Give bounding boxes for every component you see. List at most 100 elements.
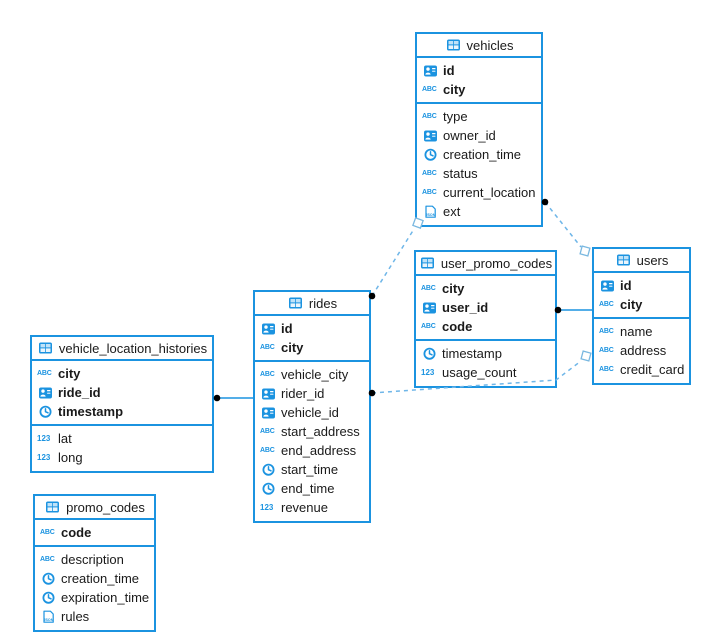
column-row[interactable]: ride_id xyxy=(32,383,212,402)
column-name: usage_count xyxy=(442,365,517,380)
column-name: id xyxy=(620,278,632,293)
column-row[interactable]: ABC code xyxy=(416,317,555,336)
table-header[interactable]: rides xyxy=(255,292,369,316)
column-row[interactable]: vehicle_id xyxy=(255,403,369,422)
connector-endpoint-square xyxy=(412,217,424,229)
table-header[interactable]: users xyxy=(594,249,689,273)
column-row[interactable]: id xyxy=(417,61,541,80)
column-row[interactable]: id xyxy=(594,276,689,295)
column-name: current_location xyxy=(443,185,536,200)
table-name: promo_codes xyxy=(66,499,145,515)
number-type-icon: 123 xyxy=(260,502,274,512)
column-name: creation_time xyxy=(61,571,140,586)
json-type-icon: JSON xyxy=(425,205,436,218)
column-name: city xyxy=(281,340,304,355)
string-type-icon: ABC xyxy=(260,428,275,435)
string-type-icon: ABC xyxy=(422,113,437,120)
connector-endpoint-dot xyxy=(213,394,221,402)
column-row[interactable]: end_time xyxy=(255,479,369,498)
column-row[interactable]: id xyxy=(255,319,369,338)
column-row[interactable]: start_time xyxy=(255,460,369,479)
column-row[interactable]: JSON ext xyxy=(417,202,541,221)
column-row[interactable]: owner_id xyxy=(417,126,541,145)
column-name: ext xyxy=(443,204,461,219)
column-row[interactable]: timestamp xyxy=(32,402,212,421)
column-row[interactable]: creation_time xyxy=(35,569,154,588)
column-row[interactable]: rider_id xyxy=(255,384,369,403)
column-row[interactable]: JSON rules xyxy=(35,607,154,626)
id-card-type-icon xyxy=(262,323,275,334)
column-name: code xyxy=(442,319,473,334)
table-header[interactable]: vehicles xyxy=(417,34,541,58)
string-type-icon: ABC xyxy=(422,189,437,196)
relationship-connector-vehicles-users[interactable] xyxy=(544,201,582,248)
column-row[interactable]: ABC description xyxy=(35,550,154,569)
table-header[interactable]: user_promo_codes xyxy=(416,252,555,276)
string-type-icon: ABC xyxy=(37,370,52,377)
column-row[interactable]: user_id xyxy=(416,298,555,317)
id-card-type-icon xyxy=(262,388,275,399)
column-row[interactable]: ABC current_location xyxy=(417,183,541,202)
column-row[interactable]: creation_time xyxy=(417,145,541,164)
column-name: end_time xyxy=(281,481,335,496)
column-row[interactable]: expiration_time xyxy=(35,588,154,607)
column-name: end_address xyxy=(281,443,357,458)
number-type-icon: 123 xyxy=(37,433,51,443)
column-name: ride_id xyxy=(58,385,101,400)
string-type-icon: ABC xyxy=(599,347,614,354)
connector-endpoint-square xyxy=(579,245,591,257)
relationship-connector-rides-vehicles[interactable] xyxy=(371,228,415,297)
table-icon xyxy=(420,257,434,269)
column-name: description xyxy=(61,552,124,567)
string-type-icon: ABC xyxy=(40,556,55,563)
table-header[interactable]: promo_codes xyxy=(35,496,154,520)
table-name: user_promo_codes xyxy=(440,255,553,271)
string-type-icon: ABC xyxy=(421,323,436,330)
column-name: long xyxy=(58,450,83,465)
column-name: owner_id xyxy=(443,128,496,143)
column-row[interactable]: ABC city xyxy=(417,80,541,99)
table-header[interactable]: vehicle_location_histories xyxy=(32,337,212,361)
column-name: city xyxy=(442,281,465,296)
id-card-type-icon xyxy=(424,65,437,76)
relationship-connector-rides-users[interactable] xyxy=(371,360,582,394)
connector-endpoint-square xyxy=(580,350,592,362)
column-name: rules xyxy=(61,609,90,624)
id-card-type-icon xyxy=(262,407,275,418)
table-icon xyxy=(288,297,302,309)
svg-text:JSON: JSON xyxy=(44,618,54,622)
column-name: city xyxy=(620,297,643,312)
string-type-icon: ABC xyxy=(422,86,437,93)
column-row[interactable]: timestamp xyxy=(416,344,555,363)
column-name: city xyxy=(443,82,466,97)
